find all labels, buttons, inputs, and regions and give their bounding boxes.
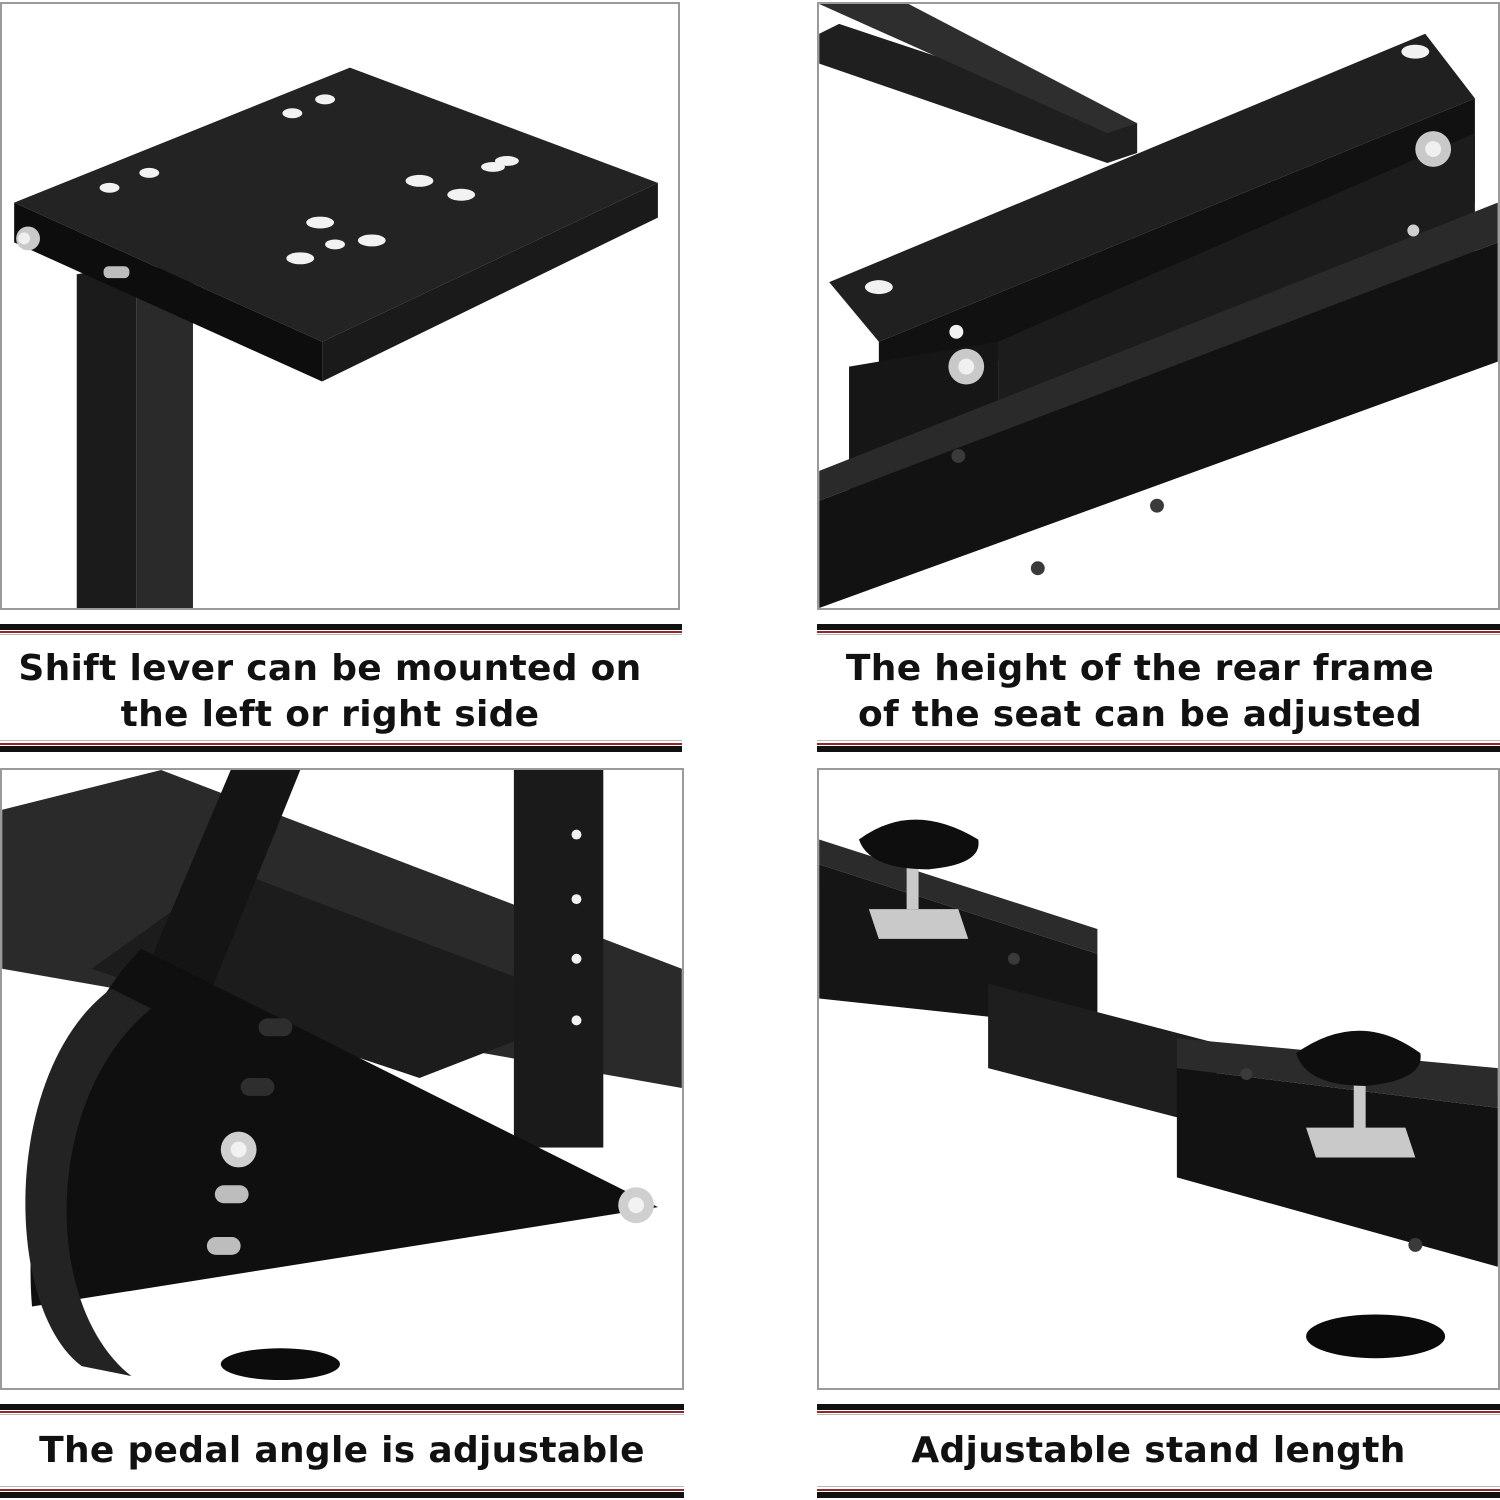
- caption-rule-bottom: [817, 1486, 1500, 1498]
- caption-rule-top: [0, 624, 682, 636]
- stand-length-illustration: [819, 819, 1498, 1359]
- rear-frame-photo: [817, 2, 1500, 610]
- shifter-mount-photo: [0, 2, 680, 610]
- caption-rule-bottom: [0, 1486, 684, 1498]
- caption-rule-bottom: [0, 740, 682, 752]
- caption-pedal-angle: The pedal angle is adjustable: [39, 1430, 645, 1471]
- pedal-angle-illustration: [2, 770, 682, 1381]
- caption-shift-lever: Shift lever can be mounted on the left o…: [18, 648, 642, 735]
- caption-rule-top: [817, 1404, 1500, 1416]
- caption-stand-length: Adjustable stand length: [911, 1430, 1406, 1471]
- caption-rule-bottom: [817, 740, 1500, 752]
- rear-frame-illustration: [819, 4, 1498, 608]
- shifter-mount-illustration: [14, 67, 658, 608]
- stand-length-photo: [817, 768, 1500, 1390]
- caption-rear-frame: The height of the rear frame of the seat…: [845, 648, 1435, 735]
- pedal-angle-photo: [0, 768, 684, 1390]
- caption-rule-top: [0, 1404, 684, 1416]
- caption-rule-top: [817, 624, 1500, 636]
